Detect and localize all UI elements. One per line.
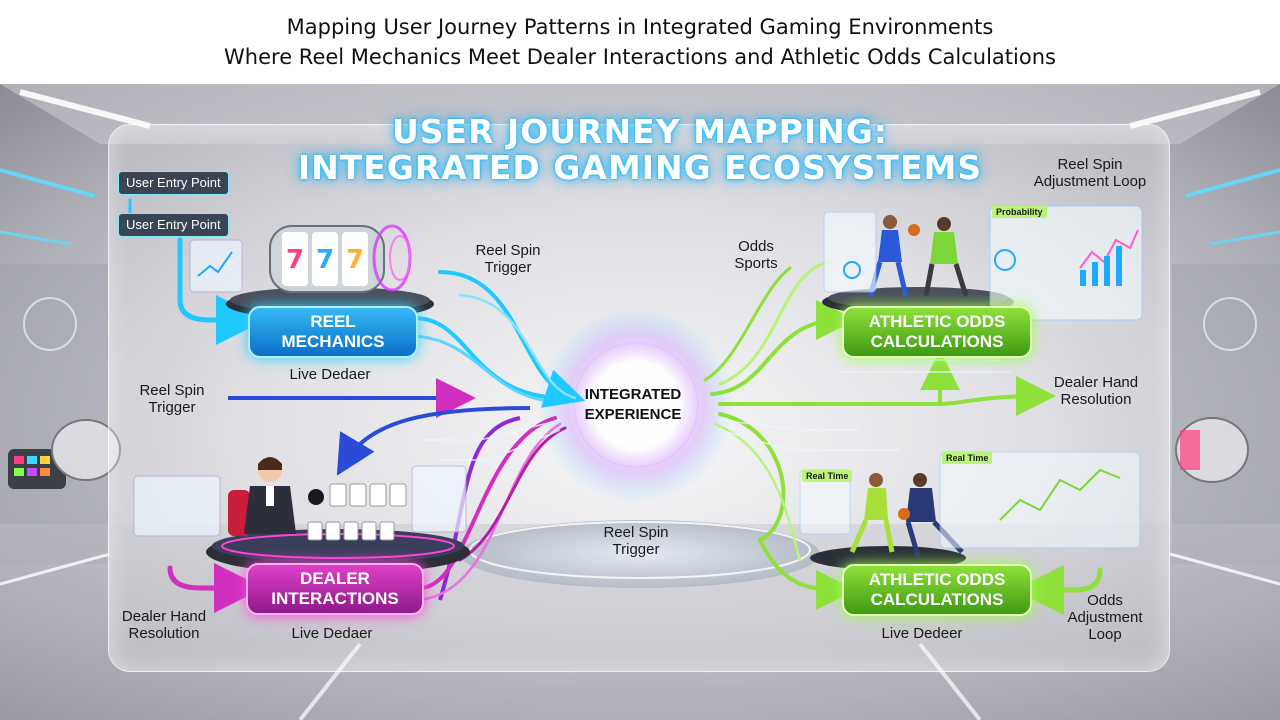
playing-cards [307, 483, 407, 541]
dealer-hand-resolution-label-right: Dealer Hand Resolution [1044, 374, 1148, 408]
live-dealer-label-bottom-right: Live Dedeer [881, 625, 963, 642]
athletic-odds-bottom-line-1: ATHLETIC ODDS [868, 570, 1006, 589]
reel-spin-trigger-label-top: Reel Spin Trigger [468, 242, 548, 276]
reel-spin-trigger-label-bottom: Reel Spin Trigger [594, 524, 678, 558]
integrated-experience-hub: INTEGRATED EXPERIENCE [548, 340, 718, 470]
header-line-1: Mapping User Journey Patterns in Integra… [286, 15, 994, 39]
svg-text:7: 7 [346, 245, 364, 275]
label-line: Resolution [128, 625, 200, 642]
athletic-odds-node-top: ATHLETIC ODDS CALCULATIONS [842, 306, 1032, 358]
label-line: Trigger [612, 541, 660, 558]
reel-spin-trigger-arrows [227, 378, 531, 601]
label-line: Resolution [1060, 391, 1132, 408]
label-line: Trigger [148, 399, 196, 416]
svg-text:7: 7 [286, 245, 304, 275]
label-line: Dealer Hand [121, 608, 207, 625]
odds-flow-lines [703, 260, 1103, 615]
dealer-flow-lines [167, 416, 567, 613]
athletic-odds-top-line-1: ATHLETIC ODDS [868, 312, 1006, 331]
reel-flow-lines [128, 198, 586, 408]
header: Mapping User Journey Patterns in Integra… [0, 0, 1280, 84]
odds-adjustment-loop-label: Odds Adjustment Loop [1058, 592, 1152, 643]
diagram-title-line-2: INTEGRATED GAMING ECOSYSTEMS [297, 148, 983, 187]
reel-mechanics-line-1: REEL [310, 312, 356, 331]
athletic-odds-node-bottom: ATHLETIC ODDS CALCULATIONS [842, 564, 1032, 616]
dealer-hand-resolution-label-left: Dealer Hand Resolution [112, 608, 216, 642]
label-line: Odds [1087, 592, 1123, 609]
label-line: Sports [734, 255, 778, 272]
odds-sports-label: Odds Sports [724, 238, 788, 272]
athletic-odds-bottom-line-2: CALCULATIONS [870, 590, 1004, 609]
label-line: Trigger [484, 259, 532, 276]
dealer-interactions-node: DEALER INTERACTIONS [246, 563, 424, 615]
left-data-screens [133, 239, 467, 537]
hub-line-1: INTEGRATED [584, 386, 682, 403]
reel-mechanics-line-2: MECHANICS [281, 332, 385, 351]
label-line: Dealer Hand [1053, 374, 1139, 391]
label-line: Odds [738, 238, 774, 255]
label-line: Loop [1088, 626, 1122, 643]
diagram-title-line-1: USER JOURNEY MAPPING: [391, 112, 889, 151]
reel-spin-trigger-label-left: Reel Spin Trigger [132, 382, 212, 416]
live-dealer-label-top: Live Dedaer [289, 366, 371, 383]
label-line: Adjustment Loop [1033, 173, 1147, 190]
circuit-traces [420, 359, 1010, 461]
user-entry-point-tag-1: User Entry Point [118, 171, 229, 195]
label-line: Reel Spin [1057, 156, 1123, 173]
dealer-interactions-line-1: DEALER [300, 569, 370, 588]
right-charts [799, 205, 1143, 549]
dealer-interactions-line-2: INTERACTIONS [271, 589, 399, 608]
real-time-tag-left: Real Time [802, 470, 853, 482]
hub-glow [538, 307, 734, 503]
label-line: Reel Spin [139, 382, 205, 399]
reel-spin-adjustment-loop-label: Reel Spin Adjustment Loop [1028, 156, 1152, 190]
probability-tag: Probability [992, 206, 1047, 218]
svg-text:7: 7 [316, 245, 334, 275]
real-time-tag-top: Real Time [942, 452, 993, 464]
hub-line-2: EXPERIENCE [584, 406, 682, 423]
label-line: Adjustment [1067, 609, 1143, 626]
header-line-2: Where Reel Mechanics Meet Dealer Interac… [224, 45, 1056, 69]
reel-mechanics-node: REEL MECHANICS [248, 306, 418, 358]
live-dealer-label-bottom-left: Live Dedaer [291, 625, 373, 642]
label-line: Reel Spin [603, 524, 669, 541]
athletic-odds-top-line-2: CALCULATIONS [870, 332, 1004, 351]
user-entry-point-tag-2: User Entry Point [118, 213, 229, 237]
label-line: Reel Spin [475, 242, 541, 259]
